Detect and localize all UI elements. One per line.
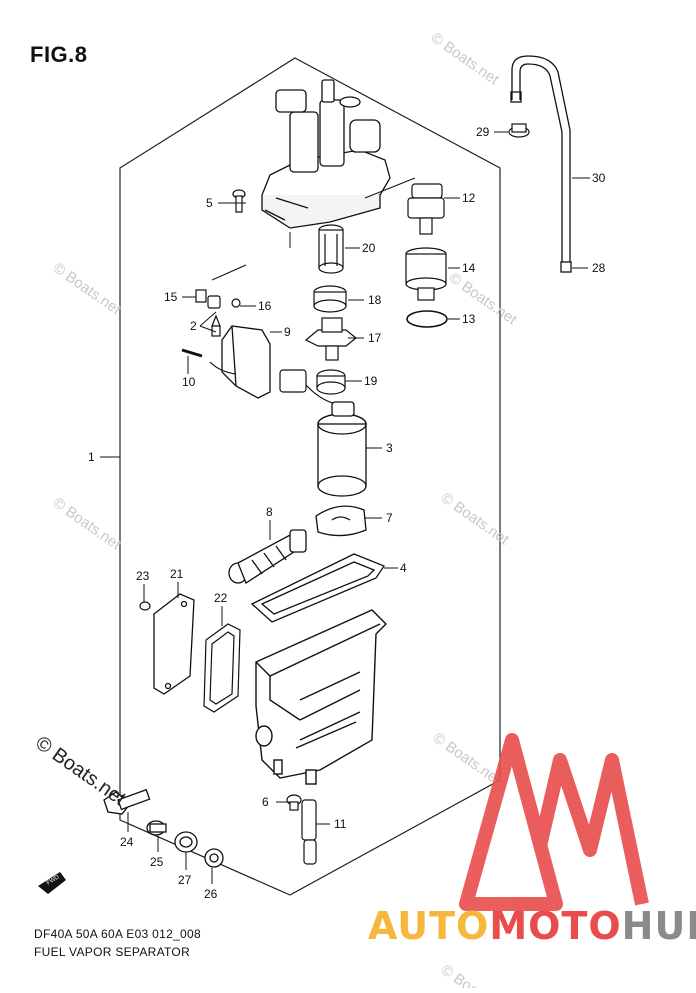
section-name: FUEL VAPOR SEPARATOR [34, 945, 191, 959]
callout-17: 17 [368, 331, 382, 345]
callout-16: 16 [258, 299, 272, 313]
holder-7 [315, 505, 367, 537]
screw-5 [232, 189, 246, 213]
watermark-small: © Boats.net [50, 494, 125, 553]
callout-26: 26 [204, 887, 218, 901]
figure-title: FIG.8 [30, 42, 88, 67]
callout-28: 28 [592, 261, 606, 275]
screw-23 [139, 601, 151, 611]
grommet-19 [316, 369, 346, 395]
callout-30: 30 [592, 171, 606, 185]
callout-7: 7 [386, 511, 393, 525]
watermark-small: © Boats.net [438, 489, 513, 548]
hose-30 [510, 55, 572, 273]
callout-20: 20 [362, 241, 376, 255]
callout-3: 3 [386, 441, 393, 455]
automotohub-logo: AUTOMOTOHUB [368, 904, 696, 948]
drain-parts [103, 788, 224, 868]
callout-18: 18 [368, 293, 382, 307]
logo-hub: HUB [621, 904, 696, 948]
watermark-small: © Boats.net [50, 259, 125, 318]
small-fasteners [195, 289, 241, 337]
callout-29: 29 [476, 125, 490, 139]
callout-10: 10 [182, 375, 196, 389]
callout-6: 6 [262, 795, 269, 809]
logo-mark [459, 733, 649, 911]
callout-27: 27 [178, 873, 192, 887]
o-ring-13 [406, 310, 448, 328]
fwd-arrow: FWD [38, 872, 66, 894]
filter-8 [228, 529, 307, 584]
regulator-holder-14 [405, 247, 447, 301]
gasket-4 [250, 553, 385, 623]
callout-1: 1 [88, 450, 95, 464]
model-code: DF40A 50A 60A E03 012_008 [34, 927, 201, 941]
watermark-small: © Boats.net [446, 269, 521, 328]
callout-14: 14 [462, 261, 476, 275]
filter-20 [318, 224, 344, 274]
callout-15: 15 [164, 290, 178, 304]
callout-19: 19 [364, 374, 378, 388]
callout-5: 5 [206, 196, 213, 210]
retainer-18 [313, 285, 347, 313]
callout-4: 4 [400, 561, 407, 575]
callout-2: 2 [190, 319, 197, 333]
callout-9: 9 [284, 325, 291, 339]
leader-lines [100, 131, 590, 884]
callout-8: 8 [266, 505, 273, 519]
gasket-22 [203, 623, 241, 713]
float-chamber [255, 609, 387, 785]
bracket-17 [304, 317, 357, 361]
callout-24: 24 [120, 835, 134, 849]
callouts: 1 2 3 4 5 6 7 8 9 10 11 12 13 14 15 16 1… [88, 125, 606, 901]
assembly-boundary [119, 57, 501, 896]
logo-auto: AUTO [368, 904, 490, 948]
callout-12: 12 [462, 191, 476, 205]
plate-21 [153, 593, 195, 695]
callout-11: 11 [334, 817, 347, 831]
clip-29 [508, 123, 530, 138]
callout-22: 22 [214, 591, 228, 605]
pipe-11 [301, 799, 317, 865]
cover-9 [221, 325, 271, 399]
pressure-regulator-12 [407, 183, 445, 235]
watermark-small: © Boats.net [430, 729, 505, 788]
callout-23: 23 [136, 569, 150, 583]
callout-13: 13 [462, 312, 476, 326]
watermark-small: © Boats.net [428, 29, 503, 88]
callout-21: 21 [170, 567, 184, 581]
logo-moto: MOTO [489, 904, 622, 948]
callout-25: 25 [150, 855, 164, 869]
pin-10 [181, 348, 203, 358]
watermark-small: © Boats.net [438, 961, 513, 988]
separator-cap [261, 79, 391, 229]
fuel-pump-3 [317, 401, 367, 497]
